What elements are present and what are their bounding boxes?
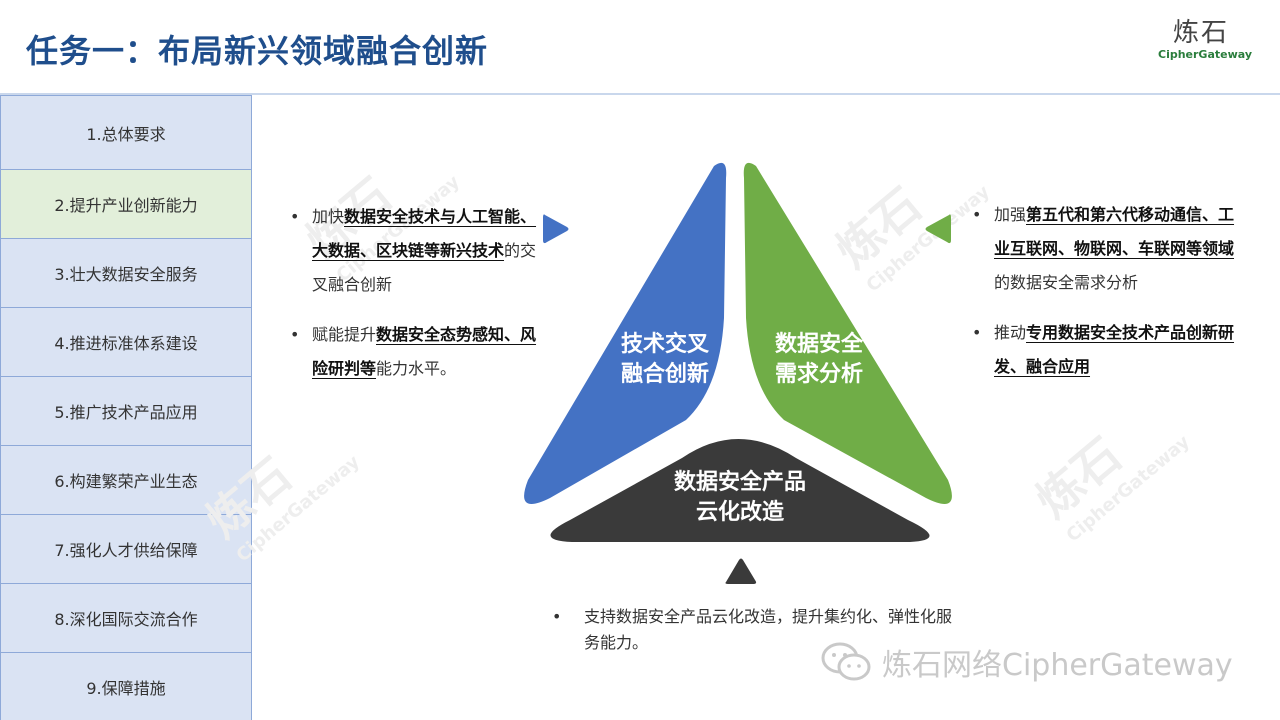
sidebar-item-1[interactable]: 1.总体要求: [0, 95, 252, 170]
triad-diagram: 技术交叉 融合创新 数据安全 需求分析 数据安全产品 云化改造: [510, 158, 970, 550]
right-segment-label: 数据安全 需求分析: [774, 332, 863, 387]
sidebar-nav: 1.总体要求 2.提升产业创新能力 3.壮大数据安全服务 4.推进标准体系建设 …: [0, 95, 252, 720]
left-bullet-1: 加快数据安全技术与人工智能、大数据、区块链等新兴技术的交叉融合创新: [290, 200, 540, 302]
sidebar-item-6[interactable]: 6.构建繁荣产业生态: [0, 446, 252, 515]
arrow-right-blue-icon: [543, 214, 569, 244]
triad-svg: [524, 162, 952, 542]
watermark-text: 炼石网络CipherGateway: [882, 648, 1233, 683]
right-bullet-2: 推动专用数据安全技术产品创新研发、融合应用: [972, 316, 1242, 384]
sidebar-item-8[interactable]: 8.深化国际交流合作: [0, 584, 252, 653]
logo-cn-text: 炼石: [1172, 18, 1229, 48]
logo-en-text: CipherGateway: [1158, 48, 1253, 61]
bottom-segment-shape: [550, 439, 930, 542]
bottom-bullet-list: 支持数据安全产品云化改造，提升集约化、弹性化服务能力。: [552, 604, 952, 672]
page-title: 任务一：布局新兴领域融合创新: [26, 32, 489, 70]
wechat-watermark: 炼石网络CipherGateway: [820, 640, 1233, 684]
left-bullet-list: 加快数据安全技术与人工智能、大数据、区块链等新兴技术的交叉融合创新 赋能提升数据…: [290, 200, 540, 402]
arrow-up-dark-icon: [725, 558, 757, 584]
right-segment-shape: [743, 162, 952, 504]
bottom-segment-label: 数据安全产品 云化改造: [673, 470, 806, 525]
bottom-bullet-1: 支持数据安全产品云化改造，提升集约化、弹性化服务能力。: [552, 604, 952, 656]
arrow-left-green-icon: [925, 214, 951, 244]
sidebar-item-5[interactable]: 5.推广技术产品应用: [0, 377, 252, 446]
right-bullet-1: 加强第五代和第六代移动通信、工业互联网、物联网、车联网等领域的数据安全需求分析: [972, 198, 1242, 300]
brand-logo: 炼石 CipherGateway: [1158, 18, 1253, 62]
sidebar-item-4[interactable]: 4.推进标准体系建设: [0, 308, 252, 377]
left-segment-shape: [524, 162, 727, 504]
sidebar-item-2-active[interactable]: 2.提升产业创新能力: [0, 170, 252, 239]
left-bullet-2: 赋能提升数据安全态势感知、风险研判等能力水平。: [290, 318, 540, 386]
right-bullet-list: 加强第五代和第六代移动通信、工业互联网、物联网、车联网等领域的数据安全需求分析 …: [972, 198, 1242, 400]
sidebar-item-7[interactable]: 7.强化人才供给保障: [0, 515, 252, 584]
header-divider: [0, 93, 1280, 95]
sidebar-item-3[interactable]: 3.壮大数据安全服务: [0, 239, 252, 308]
wechat-icon: [821, 642, 871, 681]
sidebar-item-9[interactable]: 9.保障措施: [0, 653, 252, 720]
left-segment-label: 技术交叉 融合创新: [620, 332, 709, 387]
